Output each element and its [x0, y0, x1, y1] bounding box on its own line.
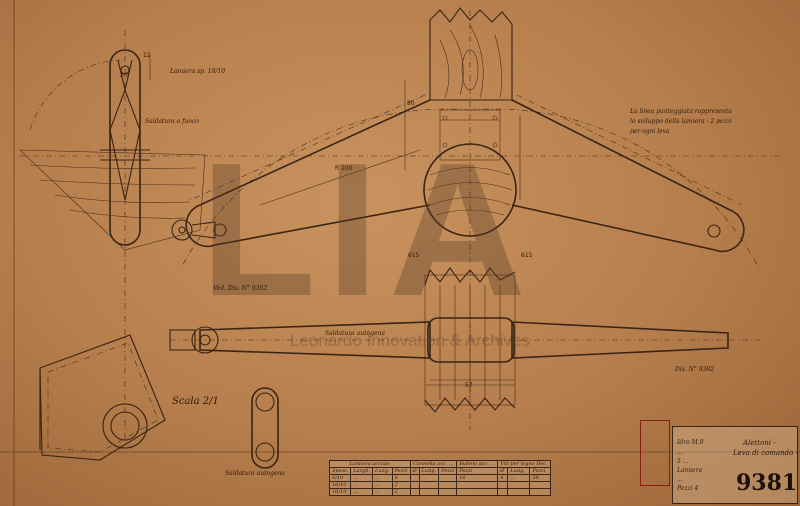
note-per-ogni-leva: per ogni leva	[630, 128, 670, 135]
bom-cell	[438, 474, 458, 482]
bom-cell: 4	[497, 474, 509, 482]
bom-header-bulloni: Bulloni acc. ...	[456, 460, 499, 468]
note-linea-punteggiata: La linea punteggiata rappresenta	[630, 108, 732, 115]
bom-cell: ...	[350, 481, 374, 489]
title-name-1: Alettoni -	[743, 439, 776, 447]
note-saldatura-autogena-1: Saldatura autogena	[325, 330, 385, 337]
bom-cell	[409, 481, 420, 489]
bom-subheader: Spess.	[328, 467, 352, 475]
title-row: ...	[677, 449, 683, 456]
bom-cell: ...	[350, 474, 374, 482]
dim-615-right: 615	[521, 252, 533, 259]
bom-subheader-row: Spess. Largh. Lung. Pezzi Ø Lung. Pezzi …	[328, 467, 551, 475]
bom-cell: ...	[372, 488, 393, 496]
scala-value: 2/1	[202, 396, 219, 407]
bom-cell	[438, 488, 458, 496]
bom-cell	[418, 474, 440, 482]
bom-cell: 8/10	[328, 474, 352, 482]
bom-cell: 2	[391, 481, 411, 489]
dim-20: 20	[120, 72, 128, 79]
bom-cell	[409, 488, 420, 496]
dim-12: 12	[143, 52, 151, 59]
bom-subheader: Ø	[409, 467, 420, 475]
bom-cell	[456, 488, 499, 496]
bom-cell	[438, 481, 458, 489]
bom-header-lamiera: Lamiera acciaio	[329, 460, 411, 468]
bom-cell	[529, 488, 551, 496]
bom-cell	[529, 481, 551, 489]
note-saldatura-fuoco: Saldatura a fuoco	[145, 118, 199, 125]
bom-cell: 16/10	[328, 481, 352, 489]
dim-80: 80	[407, 100, 415, 107]
bom-cell	[418, 488, 440, 496]
bom-cell	[418, 481, 440, 489]
title-row: Lamiera	[677, 467, 703, 474]
bom-cell	[456, 481, 499, 489]
note-sviluppo: lo sviluppo della lamiera - 2 pezzi	[630, 118, 732, 125]
bom-row: 16/10......2	[328, 481, 551, 489]
bom-subheader: Lung.	[418, 467, 440, 475]
bom-subheader: Lung.	[372, 467, 393, 475]
bom-cell: 2	[391, 488, 411, 496]
bom-cell	[497, 481, 509, 489]
bom-subheader: Pezzi	[438, 467, 458, 475]
bom-row: 10/10......2	[328, 488, 551, 496]
bom-cell	[497, 488, 509, 496]
bom-subheader: Lung.	[507, 467, 531, 475]
bom-cell: ...	[350, 488, 374, 496]
bom-subheader: Pezzi	[456, 467, 499, 475]
dim-r200: R 200	[335, 165, 353, 172]
bom-cell: 16	[456, 474, 499, 482]
bom-cell	[507, 481, 531, 489]
note-lamiera: Lamiera sp. 18/10	[170, 68, 226, 75]
archive-stamp	[640, 420, 670, 486]
title-idro: Idro M.9	[677, 439, 704, 446]
note-scala: Scala 2/1	[172, 396, 219, 407]
bom-cell: ...	[507, 474, 531, 482]
note-ved-dis: Ved. Dis. N° 9382	[213, 285, 268, 292]
dim-57: 57	[465, 382, 473, 389]
bill-of-materials: Lamiera acciaio Cannella acc. ... Bullon…	[328, 460, 551, 496]
dim-615-left: 615	[408, 252, 420, 259]
note-dis-ref: Dis. N° 9382	[675, 366, 715, 373]
bom-cell: 8	[391, 474, 411, 482]
bom-subheader: Pezzi	[391, 467, 411, 475]
bom-header-viti: Viti per legno Dec.	[497, 460, 551, 468]
bom-cell: 10/10	[328, 488, 352, 496]
watermark-text: LIA	[200, 124, 537, 336]
watermark-subtitle: Leonardo Innovation & Archives	[290, 331, 531, 350]
bom-cell	[507, 488, 531, 496]
drawing-number: 9381	[736, 470, 798, 496]
bom-cell	[409, 474, 420, 482]
title-block: Idro M.9 ... 5 ... Lamiera ... Pezzi 4 A…	[672, 426, 798, 504]
title-row: 5 ...	[677, 458, 689, 465]
bom-cell: 56	[529, 474, 551, 482]
bom-subheader: Ø	[497, 467, 509, 475]
bom-subheader: Pezzi	[529, 467, 551, 475]
title-name-2: Leva di comando -	[733, 449, 798, 457]
bom-cell: ...	[372, 481, 393, 489]
title-row: Pezzi 4	[677, 485, 699, 492]
note-saldatura-autogena-2: Saldatura autogena	[225, 470, 285, 477]
bom-header-cannella: Cannella acc. ...	[409, 460, 458, 468]
title-row: ...	[677, 476, 683, 483]
bom-cell: ...	[372, 474, 393, 482]
bom-subheader: Largh.	[350, 467, 374, 475]
